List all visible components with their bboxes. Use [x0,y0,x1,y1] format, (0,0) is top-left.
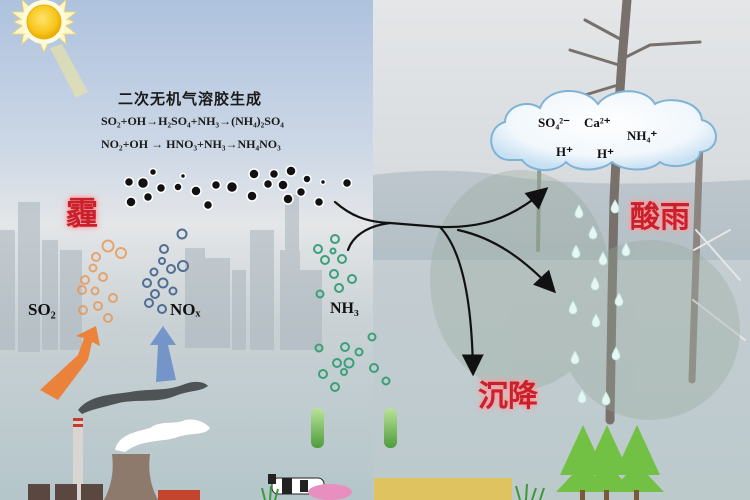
black-smoke [78,381,208,414]
calcium-ion: Ca²⁺ [584,115,611,130]
nox-label: NOₓ [170,300,201,319]
nitrate-equation: NO₂+OH → HNO₃+NH₃→NH₄NO₃ [101,137,281,151]
sulfate-equation: SO₂+OH→H₂SO₄+NH₃→(NH₄)₂SO₄ [101,114,284,128]
nox-rising-arrow [150,326,176,382]
flow-arrows [333,187,557,377]
nh3-flow-line [346,221,392,252]
white-steam [115,419,210,452]
nh3-tube-1 [311,408,324,448]
cloud-icon [490,90,717,171]
arrow-to-acid-rain [456,228,557,294]
grass-icon [261,483,545,500]
nox-bubbles [142,228,189,314]
nh3-label: NH₃ [330,300,359,317]
factory-icon [28,418,103,500]
nh3-tube-2 [384,408,397,448]
so2-bubbles [77,239,127,323]
nh3-bubbles [313,234,391,392]
pig-icon [308,484,352,500]
aerosol-particles [123,165,353,211]
sun-icon [10,0,88,98]
hydrogen-ion-2: H⁺ [597,146,614,161]
hydrogen-ion-1: H⁺ [556,144,573,159]
distant-mountains [373,170,750,260]
arrow-to-deposition [438,225,484,377]
ammonium-ion: NH₄⁺ [627,128,658,143]
so2-label: SO₂ [28,300,56,319]
deposition-label: 沉降 [478,379,538,414]
sulfate-ion: SO₄²⁻ [538,115,570,130]
acid-rain-label: 酸雨 [630,200,690,235]
aerosol-formation-title: 二次无机气溶胶生成 [118,90,263,108]
pine-tree-icon [556,425,664,500]
arrow-to-cloud [438,187,549,229]
so2-rising-arrow [40,326,100,400]
haze-label: 霾 [66,194,99,232]
cooling-tower-icon [104,454,158,500]
city-skyline [0,195,322,352]
crop-field-icon [374,478,512,500]
factory-roof [158,490,200,500]
raindrops [568,199,631,406]
